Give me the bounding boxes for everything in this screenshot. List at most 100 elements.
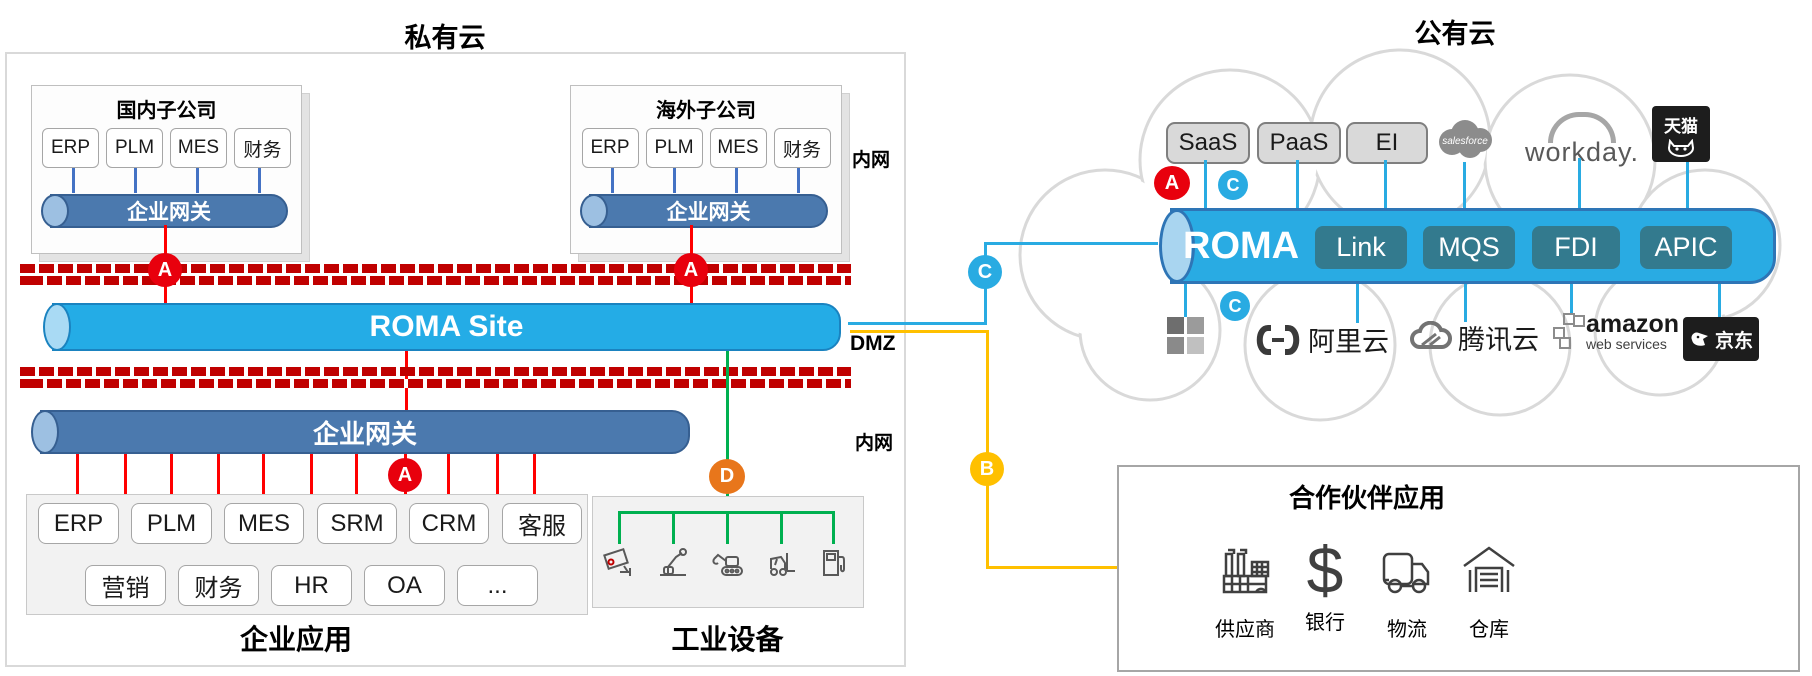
connector-line: [1686, 162, 1689, 208]
connector-line: [1204, 160, 1207, 208]
marker-c: C: [968, 255, 1002, 289]
connector-line: [1570, 278, 1573, 315]
amazon-logo: amazon web services: [1552, 312, 1679, 352]
app-finance: 财务: [178, 565, 259, 606]
app-mes: MES: [224, 503, 304, 544]
private-cloud-title: 私有云: [404, 23, 486, 53]
marker-a: A: [1154, 166, 1190, 200]
connector-b-path: [986, 330, 989, 569]
domestic-gateway-bar: 企业网关: [41, 194, 288, 228]
marker-a: A: [674, 253, 708, 287]
connector-line: [258, 168, 261, 193]
cylinder-cap: [43, 303, 71, 351]
firewall-top: [20, 264, 851, 286]
microsoft-logo: [1167, 317, 1205, 355]
excavator-icon: [710, 545, 746, 584]
connector-line: [1384, 160, 1387, 208]
module-mqs: MQS: [1423, 226, 1515, 269]
app-crm: CRM: [409, 503, 489, 544]
overseas-subsidiary-title: 海外子公司: [656, 100, 756, 122]
roma-site-bar: ROMA Site: [43, 303, 841, 351]
connector-line-red: [355, 450, 358, 503]
connector-b-path: [850, 330, 989, 333]
connector-line-green: [618, 511, 621, 544]
overseas-gateway-bar: 企业网关: [580, 194, 828, 228]
connector-line: [1356, 278, 1359, 323]
connector-line: [1296, 160, 1299, 208]
workday-logo: workday.: [1516, 112, 1648, 168]
svg-text:salesforce: salesforce: [1442, 136, 1488, 147]
connector-line-green: [726, 347, 729, 512]
connector-line: [1578, 158, 1581, 208]
overseas-app-erp: ERP: [581, 128, 639, 168]
connector-line-red: [170, 450, 173, 503]
connector-c-path: [848, 322, 986, 325]
connector-line: [1184, 278, 1187, 317]
enterprise-gateway-bar: 企业网关: [31, 410, 690, 454]
forklift-icon: [763, 545, 799, 584]
salesforce-logo: salesforce: [1432, 116, 1498, 167]
connector-line-red: [405, 347, 408, 410]
marker-a: A: [148, 253, 182, 287]
tencent-cloud-logo: 腾讯云: [1406, 318, 1539, 357]
overseas-app-mes: MES: [709, 128, 767, 168]
cylinder-cap: [1159, 209, 1195, 283]
partner-warehouse: 仓库: [1444, 540, 1534, 642]
dmz-label: DMZ: [850, 332, 896, 355]
factory-icon: [1222, 548, 1270, 594]
connector-line: [1464, 278, 1467, 322]
connector-line-red: [533, 450, 536, 503]
overseas-app-fin: 财务: [773, 128, 831, 168]
dollar-icon: $: [1306, 533, 1344, 607]
overseas-app-plm: PLM: [645, 128, 703, 168]
camera-icon: [602, 545, 636, 584]
robot-arm-icon: [656, 545, 690, 584]
app-erp: ERP: [38, 503, 119, 544]
app-marketing: 营销: [85, 565, 166, 606]
connector-line-green: [672, 511, 675, 544]
alibaba-cloud-logo: 阿里云: [1252, 320, 1389, 359]
ei-box: EI: [1346, 122, 1428, 164]
module-fdi: FDI: [1532, 226, 1620, 269]
intranet-top-label: 内网: [852, 150, 891, 171]
connector-line-green: [780, 511, 783, 544]
partner-supplier: 供应商: [1200, 540, 1290, 642]
connector-line: [611, 168, 614, 193]
marker-d: D: [709, 459, 745, 494]
cylinder-cap: [580, 194, 608, 228]
module-apic: APIC: [1640, 226, 1732, 269]
connector-c-path: [984, 242, 1158, 245]
connector-line: [72, 168, 75, 193]
firewall-bottom: [20, 367, 851, 389]
marker-c: C: [1220, 291, 1250, 321]
domestic-app-plm: PLM: [106, 128, 163, 168]
domestic-app-fin: 财务: [234, 128, 291, 168]
partner-title: 合作伙伴应用: [1288, 483, 1445, 513]
app-plm: PLM: [131, 503, 212, 544]
paas-box: PaaS: [1257, 122, 1341, 164]
connector-b-path: [986, 566, 1117, 569]
module-link: Link: [1315, 226, 1407, 269]
intranet-bottom-label: 内网: [855, 433, 894, 454]
marker-a: A: [388, 458, 422, 492]
warehouse-icon: [1463, 546, 1515, 592]
tmall-logo: 天猫: [1652, 106, 1710, 162]
connector-line-green: [726, 511, 729, 544]
truck-icon: [1382, 552, 1430, 594]
connector-line: [797, 168, 800, 193]
marker-b: B: [970, 452, 1004, 486]
partner-logistics: 物流: [1362, 540, 1452, 642]
app-oa: OA: [364, 565, 445, 606]
enterprise-apps-label: 企业应用: [239, 624, 352, 655]
connector-line-green: [832, 511, 835, 544]
marker-c: C: [1218, 170, 1248, 200]
public-cloud-title: 公有云: [1414, 19, 1496, 49]
cylinder-cap: [41, 194, 69, 228]
roma-label: ROMA: [1183, 224, 1300, 267]
overseas-subsidiary-box: 海外子公司 ERP PLM MES 财务 企业网关: [570, 85, 842, 254]
app-service: 客服: [502, 503, 582, 544]
connector-line: [735, 168, 738, 193]
domestic-app-erp: ERP: [42, 128, 99, 168]
cylinder-cap: [31, 410, 59, 454]
